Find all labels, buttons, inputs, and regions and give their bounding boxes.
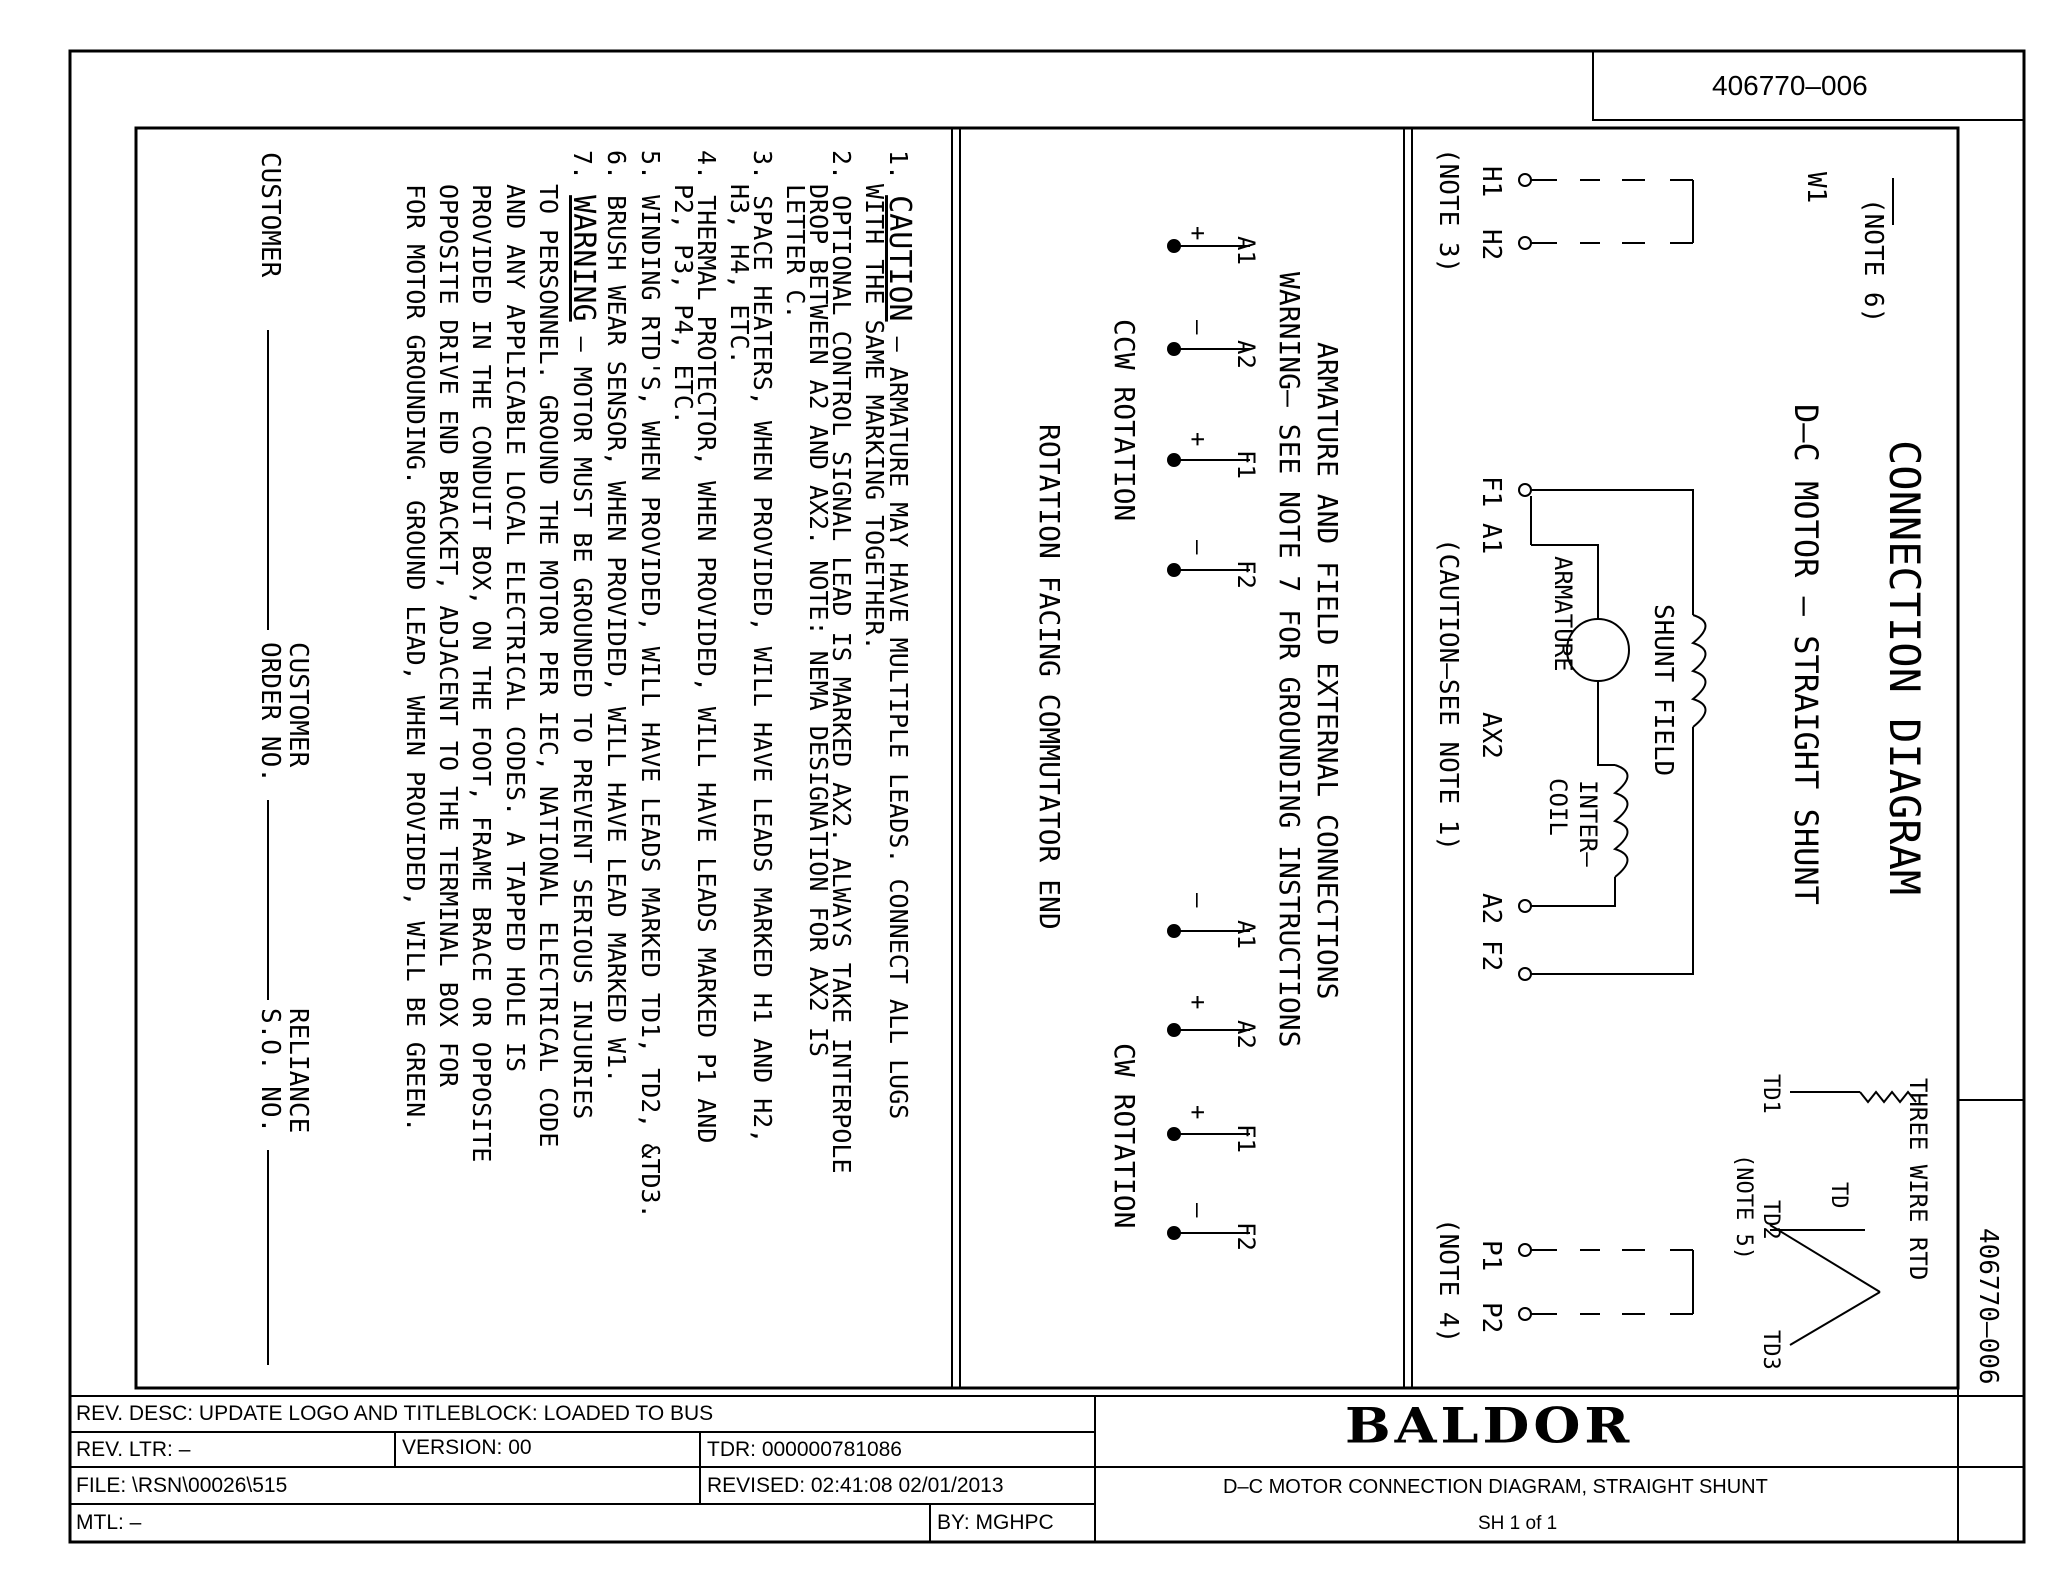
coil-label: COIL — [1544, 778, 1572, 836]
side-drawing-number: 406770–006 — [1973, 1228, 2003, 1385]
td3-label: TD3 — [1758, 1330, 1783, 1370]
note-line: WITH THE SAME MARKING TOGETHER. — [860, 184, 889, 651]
note-line: 2. OPTIONAL CONTROL SIGNAL LEAD IS MARKE… — [827, 150, 856, 1174]
terminal-p2 — [1518, 1307, 1532, 1321]
sheet-number: SH 1 of 1 — [1478, 1513, 1558, 1534]
note-line: AND ANY APPLICABLE LOCAL ELECTRICAL CODE… — [501, 184, 530, 1072]
note-line: 5. WINDING RTD'S, WHEN PROVIDED, WILL HA… — [636, 150, 665, 1219]
shunt-field-label: SHUNT FIELD — [1648, 604, 1678, 776]
ccw-lead-a1-sign: + — [1184, 226, 1212, 240]
warning-heading: WARNING — [566, 195, 601, 321]
interpole-coil — [1612, 764, 1629, 878]
ccw-lead-f2-sign: – — [1184, 540, 1212, 555]
caution-heading: CAUTION — [882, 195, 917, 321]
td2-label: TD2 — [1758, 1200, 1783, 1240]
note-line: PROVIDED IN THE CONDUIT BOX, ON THE FOOT… — [467, 184, 496, 1162]
note6-label: (NOTE 6) — [1858, 198, 1888, 323]
note-line: 4. THERMAL PROTECTOR, WHEN PROVIDED, WIL… — [692, 150, 721, 1143]
note-line: LETTER C. — [781, 184, 810, 319]
terminal-h1 — [1518, 173, 1532, 187]
cw-lead-a2-label: A2 — [1232, 1020, 1260, 1049]
rtd-zigzag — [1859, 1090, 1917, 1104]
p1-label: P1 — [1476, 1240, 1506, 1271]
ccw-lead-f1-label: F1 — [1232, 450, 1260, 479]
ccw-lead-a1-label: A1 — [1232, 236, 1260, 265]
caution-note1-label: (CAUTION–SEE NOTE 1) — [1433, 538, 1463, 851]
reliance-label: RELIANCE — [283, 1008, 313, 1133]
so-number-label: S.O. NO. — [255, 1008, 285, 1133]
file-path: FILE: \RSN\00026\515 — [76, 1474, 288, 1497]
drawn-by: BY: MGHPC — [937, 1511, 1054, 1534]
a2f2-label: A2 F2 — [1476, 893, 1506, 971]
terminal-a2f2 — [1518, 967, 1532, 981]
external-heading: ARMATURE AND FIELD EXTERNAL CONNECTIONS — [1311, 342, 1344, 999]
cw-lead-f1-label: F1 — [1232, 1124, 1260, 1153]
note5-label: (NOTE 5) — [1731, 1154, 1756, 1260]
terminal-ax2 — [1518, 899, 1532, 913]
w1-label: W1 — [1801, 172, 1831, 203]
note-line: OPPOSITE DRIVE END BRACKET, ADJACENT TO … — [434, 184, 463, 1088]
note4-label: (NOTE 4) — [1433, 1218, 1463, 1343]
drawing-number: 406770–006 — [1712, 70, 1868, 101]
note-line: 3. SPACE HEATERS, WHEN PROVIDED, WILL HA… — [748, 150, 777, 1143]
note-line: TO PERSONNEL. GROUND THE MOTOR PER IEC, … — [534, 184, 563, 1147]
rev-desc: REV. DESC: UPDATE LOGO AND TITLEBLOCK: L… — [76, 1402, 714, 1425]
note-line: DROP BETWEEN A2 AND AX2. NOTE: NEMA DESI… — [804, 184, 833, 1057]
diagram-title: CONNECTION DIAGRAM — [1880, 440, 1929, 895]
ccw-rotation-label: CCW ROTATION — [1108, 319, 1141, 521]
rev-ltr: REV. LTR: – — [76, 1438, 191, 1461]
p2-label: P2 — [1476, 1302, 1506, 1333]
cw-lead-a2-sign: + — [1184, 995, 1212, 1009]
note-line: FOR MOTOR GROUNDING. GROUND LEAD, WHEN P… — [401, 184, 430, 1132]
inter-label: INTER– — [1574, 780, 1602, 867]
diagram-subtitle: D–C MOTOR – STRAIGHT SHUNT — [1787, 404, 1825, 905]
cw-lead-f2-label: F2 — [1232, 1222, 1260, 1251]
f1a1-label: F1 A1 — [1476, 476, 1506, 554]
outer-border — [68, 49, 2026, 1544]
customer-order-label-1: CUSTOMER — [283, 642, 313, 768]
note-line: 6. BRUSH WEAR SENSOR, WHEN PROVIDED, WIL… — [602, 150, 631, 1083]
note-line: P2, P3, P4, ETC. — [669, 184, 698, 425]
h1-label: H1 — [1476, 166, 1506, 197]
mtl: MTL: – — [76, 1511, 142, 1534]
ccw-lead-a2-sign: – — [1184, 320, 1212, 335]
schematic-graphics — [1518, 173, 1917, 1346]
baldor-logo: BALDOR — [1345, 1396, 1634, 1455]
external-leads — [1167, 239, 1250, 1240]
td-label: TD — [1826, 1182, 1851, 1209]
customer-label: CUSTOMER — [255, 152, 285, 278]
cw-lead-a1-sign: – — [1184, 893, 1212, 908]
note-line: 7. WARNING — MOTOR MUST BE GROUNDED TO P… — [566, 150, 601, 1119]
cw-rotation-label: CW ROTATION — [1108, 1043, 1141, 1228]
h2-label: H2 — [1476, 229, 1506, 260]
external-warning: WARNING– SEE NOTE 7 FOR GROUNDING INSTRU… — [1273, 272, 1306, 1047]
note-line: 1. CAUTION — ARMATURE MAY HAVE MULTIPLE … — [882, 150, 917, 1119]
tdr: TDR: 000000781086 — [707, 1438, 902, 1461]
drawing-number-box — [1592, 51, 2024, 121]
drawing-description: D–C MOTOR CONNECTION DIAGRAM, STRAIGHT S… — [1223, 1476, 1768, 1498]
customer-order-label-2: ORDER NO. — [255, 642, 285, 783]
armature-label: ARMATURE — [1549, 556, 1577, 672]
revised: REVISED: 02:41:08 02/01/2013 — [707, 1474, 1004, 1497]
facing-commutator-label: ROTATION FACING COMMUTATOR END — [1033, 424, 1066, 930]
note3-label: (NOTE 3) — [1433, 148, 1463, 273]
terminal-p1 — [1518, 1243, 1532, 1257]
note-line: H3, H4, ETC. — [725, 184, 754, 365]
ccw-lead-a2-label: A2 — [1232, 340, 1260, 369]
cw-lead-f2-sign: – — [1184, 1203, 1212, 1218]
ccw-lead-f2-label: F2 — [1232, 560, 1260, 589]
three-wire-rtd-label: THREE WIRE RTD — [1904, 1078, 1932, 1280]
shunt-field-coil — [1690, 614, 1707, 728]
version: VERSION: 00 — [402, 1436, 532, 1459]
cw-lead-f1-sign: + — [1184, 1105, 1212, 1119]
inner-border — [134, 126, 1960, 1390]
terminal-h2 — [1518, 236, 1532, 250]
notes-block: 1. CAUTION — ARMATURE MAY HAVE MULTIPLE … — [401, 150, 917, 1219]
td1-label: TD1 — [1758, 1074, 1783, 1114]
ccw-lead-f1-sign: + — [1184, 432, 1212, 446]
terminal-f1a1 — [1518, 483, 1532, 497]
cw-lead-a1-label: A1 — [1232, 920, 1260, 949]
ax2-label: AX2 — [1476, 712, 1506, 759]
